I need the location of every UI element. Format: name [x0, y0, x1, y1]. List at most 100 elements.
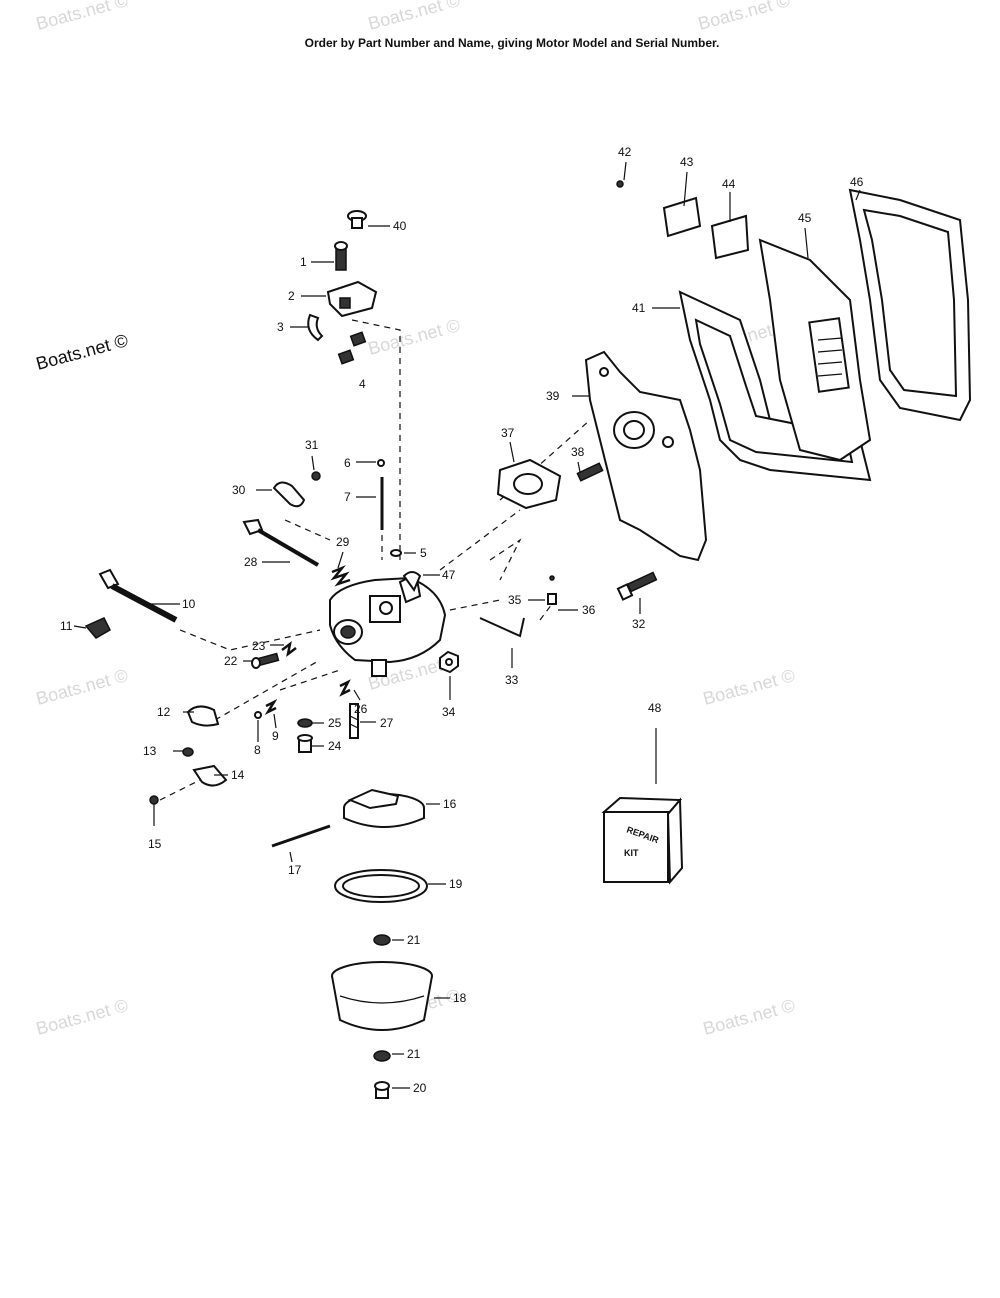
callout-label: 15 [148, 837, 162, 851]
part-10-shaft [98, 568, 178, 623]
callout-label: 14 [231, 768, 245, 782]
callout-label: 48 [648, 701, 662, 715]
part-5-ring [390, 549, 402, 557]
order-instruction: Order by Part Number and Name, giving Mo… [305, 36, 720, 50]
part-20-drain-screw [374, 1081, 390, 1099]
part-15-screw [149, 795, 159, 805]
callout-label: 35 [508, 593, 522, 607]
callout-label: 30 [232, 483, 246, 497]
watermark: Boats.net © [366, 315, 462, 359]
part-42-screw [616, 180, 624, 188]
callout-labels: 40 1 2 3 4 31 6 30 7 29 5 28 47 10 11 23… [60, 145, 864, 1095]
watermark: Boats.net © [34, 0, 130, 34]
leader-lines [73, 161, 861, 1089]
callout-label: 47 [442, 568, 456, 582]
watermark: Boats.net © [701, 995, 797, 1039]
part-16-float [343, 788, 425, 828]
part-21-washer [373, 1050, 391, 1062]
part-22-needle [251, 652, 280, 669]
callout-label: 29 [336, 535, 350, 549]
callout-label: 7 [344, 490, 351, 504]
part-1-screw [334, 241, 348, 271]
part-48-repair-kit: REPAIR KIT [601, 796, 684, 885]
callout-label: 12 [157, 705, 171, 719]
part-39-manifold [584, 350, 708, 562]
part-28-shaft [242, 518, 320, 567]
callout-label: 20 [413, 1081, 427, 1095]
part-3-clip [307, 313, 324, 342]
part-40-knob [347, 210, 367, 229]
part-11-lever [84, 617, 111, 639]
watermark: Boats.net © [366, 0, 462, 34]
callout-label: 9 [272, 729, 279, 743]
part-23-spring [281, 641, 297, 657]
part-2-bracket [326, 280, 378, 318]
part-4-clip [337, 331, 367, 365]
part-13-ring [182, 747, 194, 757]
part-8-pin [254, 711, 262, 719]
callout-label: 32 [632, 617, 646, 631]
part-38-stud [576, 462, 604, 482]
callout-label: 36 [582, 603, 596, 617]
watermark: Boats.net © [701, 665, 797, 709]
repair-kit-label: KIT [624, 848, 639, 858]
part-30-plate [272, 481, 306, 508]
callout-label: 42 [618, 145, 632, 159]
callout-label: 27 [380, 716, 394, 730]
callout-label: 39 [546, 389, 560, 403]
callout-label: 46 [850, 175, 864, 189]
callout-label: 24 [328, 739, 342, 753]
callout-label: 31 [305, 438, 319, 452]
callout-label: 10 [182, 597, 196, 611]
part-9-spring [264, 698, 278, 716]
watermark: Boats.net © [34, 330, 130, 374]
callout-label: 21 [407, 1047, 421, 1061]
part-25-washer [297, 718, 313, 728]
callout-label: 19 [449, 877, 463, 891]
part-18-bowl [331, 961, 433, 1031]
part-21-washer [373, 934, 391, 946]
callout-label: 26 [354, 702, 368, 716]
part-44-reed [710, 214, 750, 260]
callout-label: 8 [254, 743, 261, 757]
part-45-reed-plate [758, 238, 872, 462]
part-12-float [186, 705, 220, 727]
callout-label: 34 [442, 705, 456, 719]
callout-label: 37 [501, 426, 515, 440]
watermark: Boats.net © [34, 995, 130, 1039]
callout-label: 44 [722, 177, 736, 191]
callout-label: 25 [328, 716, 342, 730]
part-24-plug [297, 734, 313, 753]
watermark: Boats.net © [34, 665, 130, 709]
part-36-pin [549, 575, 555, 581]
callout-label: 33 [505, 673, 519, 687]
part-46-gasket [848, 188, 972, 422]
callout-label: 41 [632, 301, 646, 315]
callout-label: 22 [224, 654, 238, 668]
callout-label: 40 [393, 219, 407, 233]
callout-label: 43 [680, 155, 694, 169]
callout-label: 6 [344, 456, 351, 470]
part-19-gasket [334, 869, 428, 903]
callout-label: 28 [244, 555, 258, 569]
part-17-pin [271, 824, 331, 848]
callout-label: 18 [453, 991, 467, 1005]
callout-label: 1 [300, 255, 307, 269]
watermark: Boats.net © [696, 0, 792, 34]
part-14-hinge [192, 764, 228, 787]
assembly-lines [159, 319, 591, 801]
part-32-bolt [616, 571, 658, 601]
part-47-link [402, 571, 422, 593]
part-27-jet [349, 703, 359, 739]
callout-label: 23 [252, 639, 266, 653]
callout-label: 45 [798, 211, 812, 225]
part-35-clip [547, 593, 557, 605]
part-26-spring [339, 679, 351, 697]
part-31-screw [311, 471, 321, 481]
callout-label: 13 [143, 744, 157, 758]
callout-label: 16 [443, 797, 457, 811]
part-34-nut [439, 650, 459, 674]
callout-label: 38 [571, 445, 585, 459]
part-6-pin [377, 459, 385, 467]
